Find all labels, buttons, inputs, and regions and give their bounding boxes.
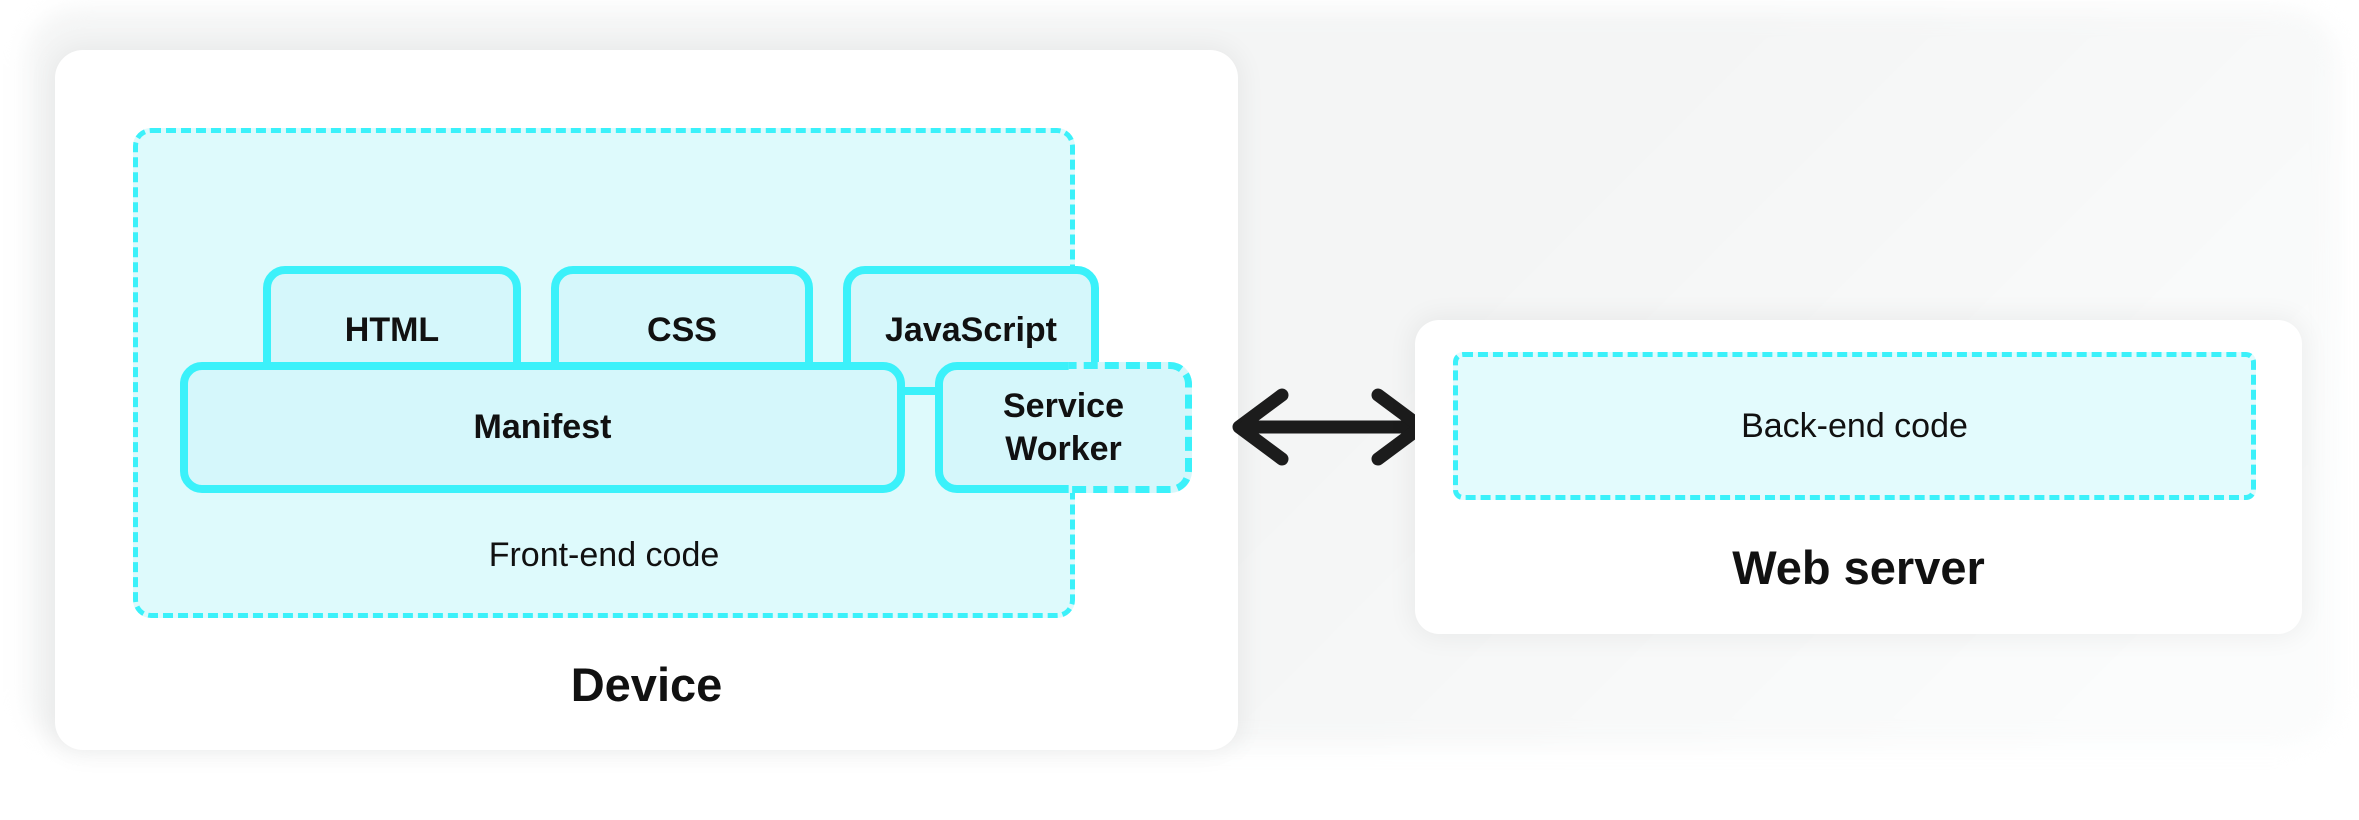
web-server-card: Back-end code Web server bbox=[1415, 320, 2302, 634]
frontend-code-label: Front-end code bbox=[488, 536, 720, 574]
backend-code-container: Back-end code bbox=[1453, 352, 2256, 500]
javascript-box-label: JavaScript bbox=[885, 311, 1057, 349]
css-box-label: CSS bbox=[647, 311, 717, 349]
html-box-label: HTML bbox=[344, 311, 440, 349]
backend-code-label: Back-end code bbox=[1741, 406, 1968, 445]
device-label: Device bbox=[570, 658, 723, 711]
device-card: HTML CSS JavaScript Front-end code Manif… bbox=[55, 50, 1238, 750]
manifest-box-label: Manifest bbox=[473, 408, 612, 446]
manifest-box: Manifest bbox=[180, 362, 905, 493]
service-worker-box: Service Worker bbox=[935, 362, 1192, 493]
web-server-label: Web server bbox=[1732, 541, 1985, 594]
bidirectional-arrow-icon bbox=[1232, 388, 1428, 466]
service-worker-label: Service Worker bbox=[1003, 387, 1124, 468]
